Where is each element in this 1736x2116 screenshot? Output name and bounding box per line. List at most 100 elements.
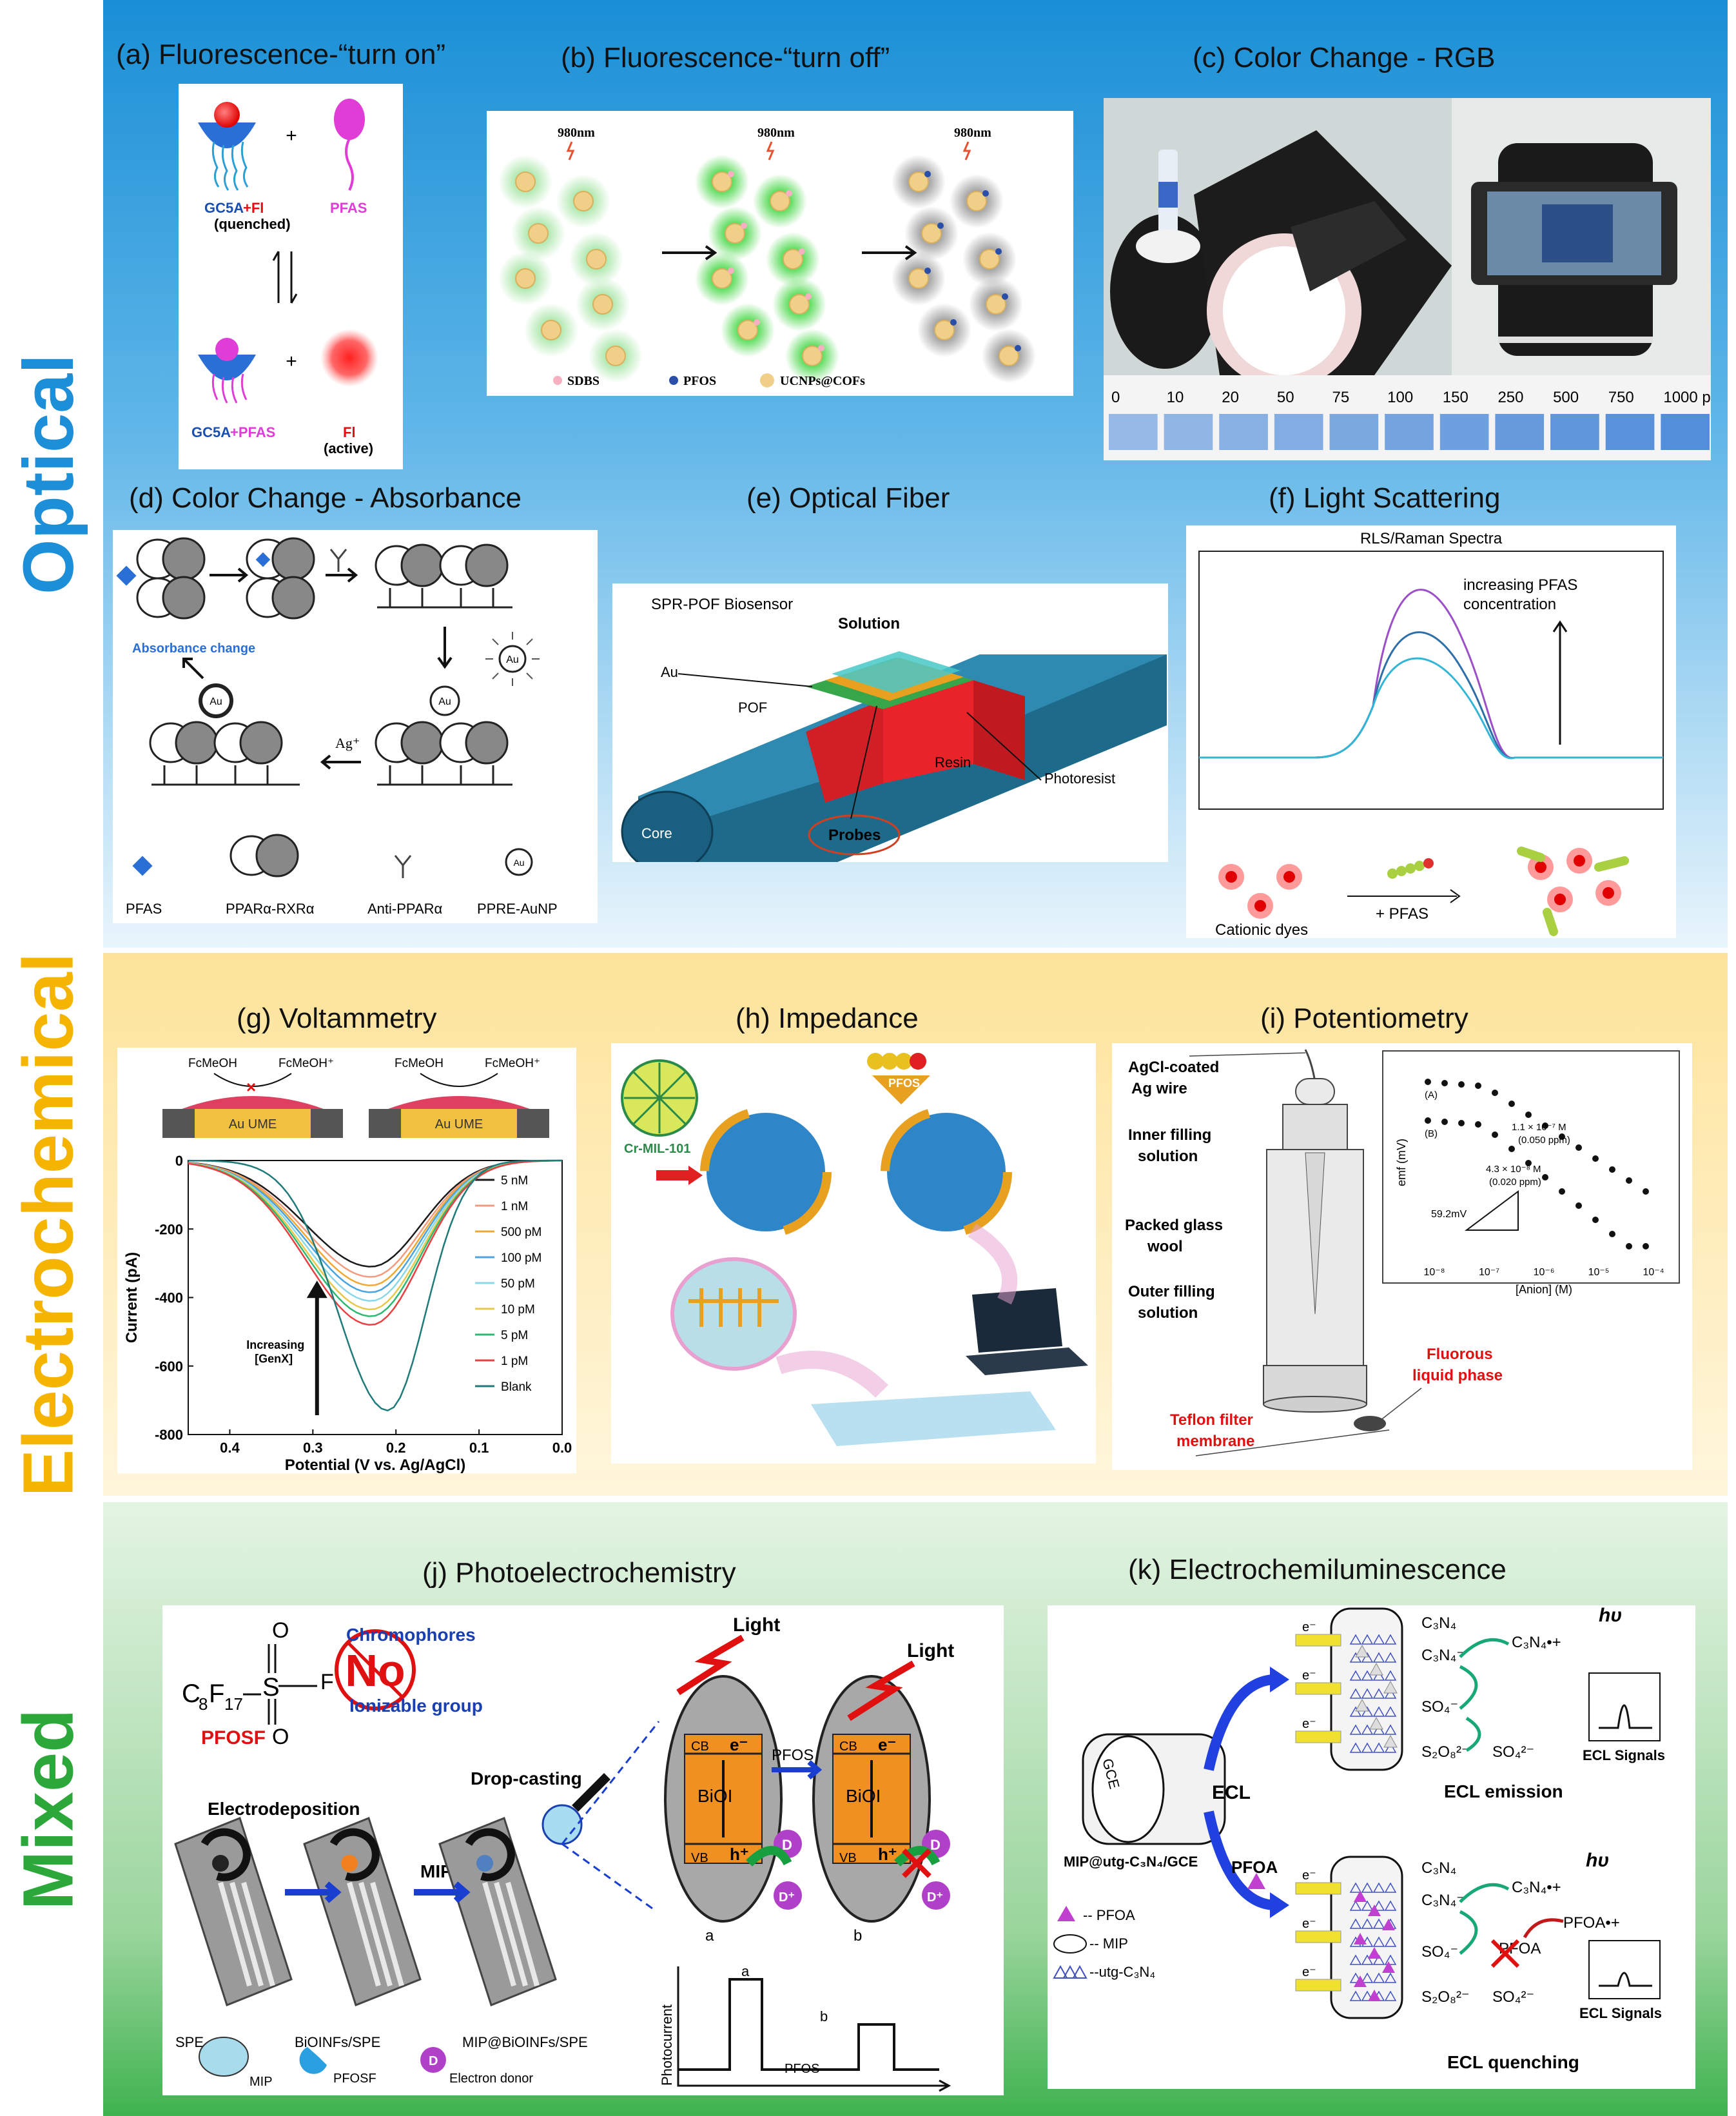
legend-label: 5 nM [501,1174,528,1188]
panel-a-title: (a) Fluorescence-“turn on” [116,39,446,70]
ucnp-particle [541,320,561,340]
svg-text:Fluorous: Fluorous [1427,1346,1493,1363]
spe-working [212,1855,229,1872]
svg-text:hυ: hυ [1599,1605,1622,1626]
laptop-icon [966,1288,1088,1375]
smartphone-in-cylinder-photo [1471,143,1677,356]
svg-text:Photocurrent: Photocurrent [659,2004,675,2086]
c3n4-triangle [1372,1724,1385,1735]
donor-label: D⁺ [927,1890,943,1905]
svg-text:Au: Au [506,654,519,665]
svg-text:Cationic dyes: Cationic dyes [1215,921,1308,938]
c3n4-triangle [1384,1900,1397,1911]
vb-label: VB [839,1851,857,1865]
c3n4-triangle [1349,1972,1362,1983]
adsorbed-molecule [786,190,792,197]
spe-track [218,1881,252,1987]
svg-text:Au: Au [513,857,524,868]
svg-text:F: F [209,1680,224,1708]
svg-text:Drop-casting: Drop-casting [471,1768,582,1788]
electron-label: e⁻ [1302,1965,1316,1979]
svg-text:+ PFAS: + PFAS [1376,905,1429,923]
panel-e: SPR-POF Biosensor Solution Au POF Core R… [612,583,1168,862]
svg-text:ECL: ECL [1212,1782,1251,1803]
svg-text:×: × [246,1077,256,1097]
svg-text:ECL Signals: ECL Signals [1583,1747,1665,1763]
scale-swatch [1385,414,1434,450]
panel-d: Au Au Ag⁺ Au Absorbance change Au PFAS P… [113,530,598,923]
pfoa-triangle [1354,1890,1367,1902]
svg-text:Teflon filter: Teflon filter [1170,1411,1253,1429]
data-point [1626,1243,1632,1249]
svg-text:(active): (active) [324,440,373,456]
scale-swatch [1550,414,1599,450]
mip-cavity [1383,1680,1398,1694]
adsorbed-molecule [805,293,812,300]
arrow-icon [862,245,917,260]
inset-y-label: emf (mV) [1395,1139,1408,1186]
host-guest-quenched [198,102,256,191]
svg-text:PPARα-RXRα: PPARα-RXRα [226,901,315,917]
mip-cavity [1369,1662,1383,1676]
antibody-icon [329,549,347,572]
scale-swatch [1164,414,1213,450]
adsorbed-molecule [950,319,957,326]
ucnp-particle [515,268,536,289]
rls-spectra [1199,589,1663,759]
svg-text:980nm: 980nm [757,126,795,140]
svg-text:hυ: hυ [1586,1850,1609,1871]
svg-text:--utg-C₃N₄: --utg-C₃N₄ [1089,1964,1155,1980]
svg-text:C₃N₄⁻: C₃N₄⁻ [1421,1647,1465,1664]
c3n4-triangle [1361,1918,1374,1929]
panel-g: Au UME FcMeOH FcMeOH⁺ × Au UME FcMeOH Fc… [117,1048,576,1473]
svg-text:+: + [286,351,297,372]
legend-label: 1 nM [501,1200,528,1213]
scale-swatch [1495,414,1545,450]
c3n4-triangle [1361,1652,1374,1663]
c3n4-triangle [1384,1706,1397,1717]
legend: MIP PFOSF D Electron donor [199,2037,533,2089]
c3n4-triangle [1361,1742,1374,1753]
cationic-dye-dots [1218,864,1302,919]
series-line [188,1159,562,1412]
spe-body [174,1817,293,2006]
data-point [1492,1090,1498,1096]
scale-swatch [1329,414,1379,450]
scale-label: 75 [1332,389,1350,406]
ume-diagram-open: Au UME FcMeOH FcMeOH⁺ [369,1057,549,1138]
svg-text:b: b [820,2008,828,2024]
ucnp-particle [515,171,536,192]
adsorbed-molecule [1015,345,1021,351]
pfosf-structure: C 8 F 17 S O O F [182,1618,334,1749]
svg-text:PFOSF: PFOSF [201,1727,266,1749]
data-point [1458,1120,1465,1126]
aggregates [1517,847,1629,936]
c3n4-triangle [1349,1688,1362,1699]
mixed-label: Mixed [8,1709,88,1910]
adsorbed-molecule [799,248,805,255]
electron-label: e⁻ [1302,1917,1316,1931]
c3n4-triangle [1361,1706,1374,1717]
data-point [1643,1188,1649,1195]
svg-text:Ag wire: Ag wire [1131,1080,1187,1097]
bioi-label: BiOI [697,1786,732,1806]
slope-label: 59.2mV [1431,1209,1467,1220]
c3n4-triangle [1372,1688,1385,1699]
electrode-body [1263,1049,1386,1431]
scale-label: 50 [1277,389,1294,406]
data-point [1592,1217,1599,1223]
svg-text:Photoresist: Photoresist [1044,770,1115,787]
annotation: 4.3 × 10⁻⁸ M [1486,1164,1541,1175]
ucnp-particle [966,191,987,211]
blocked-cross [902,1848,931,1878]
panel-f-title: (f) Light Scattering [1269,482,1501,514]
mip-cavity [1369,1716,1383,1730]
c3n4-triangle [1361,1634,1374,1645]
c3n4-triangle [1349,1882,1362,1893]
svg-text:solution: solution [1138,1148,1198,1165]
y-tick-label: -400 [155,1290,183,1306]
ume-diagram-blocked: Au UME FcMeOH FcMeOH⁺ × [162,1057,343,1138]
spe-track [347,1881,381,1987]
ucnp-particle [789,294,810,315]
svg-text:UCNPs@COFs: UCNPs@COFs [780,374,865,388]
